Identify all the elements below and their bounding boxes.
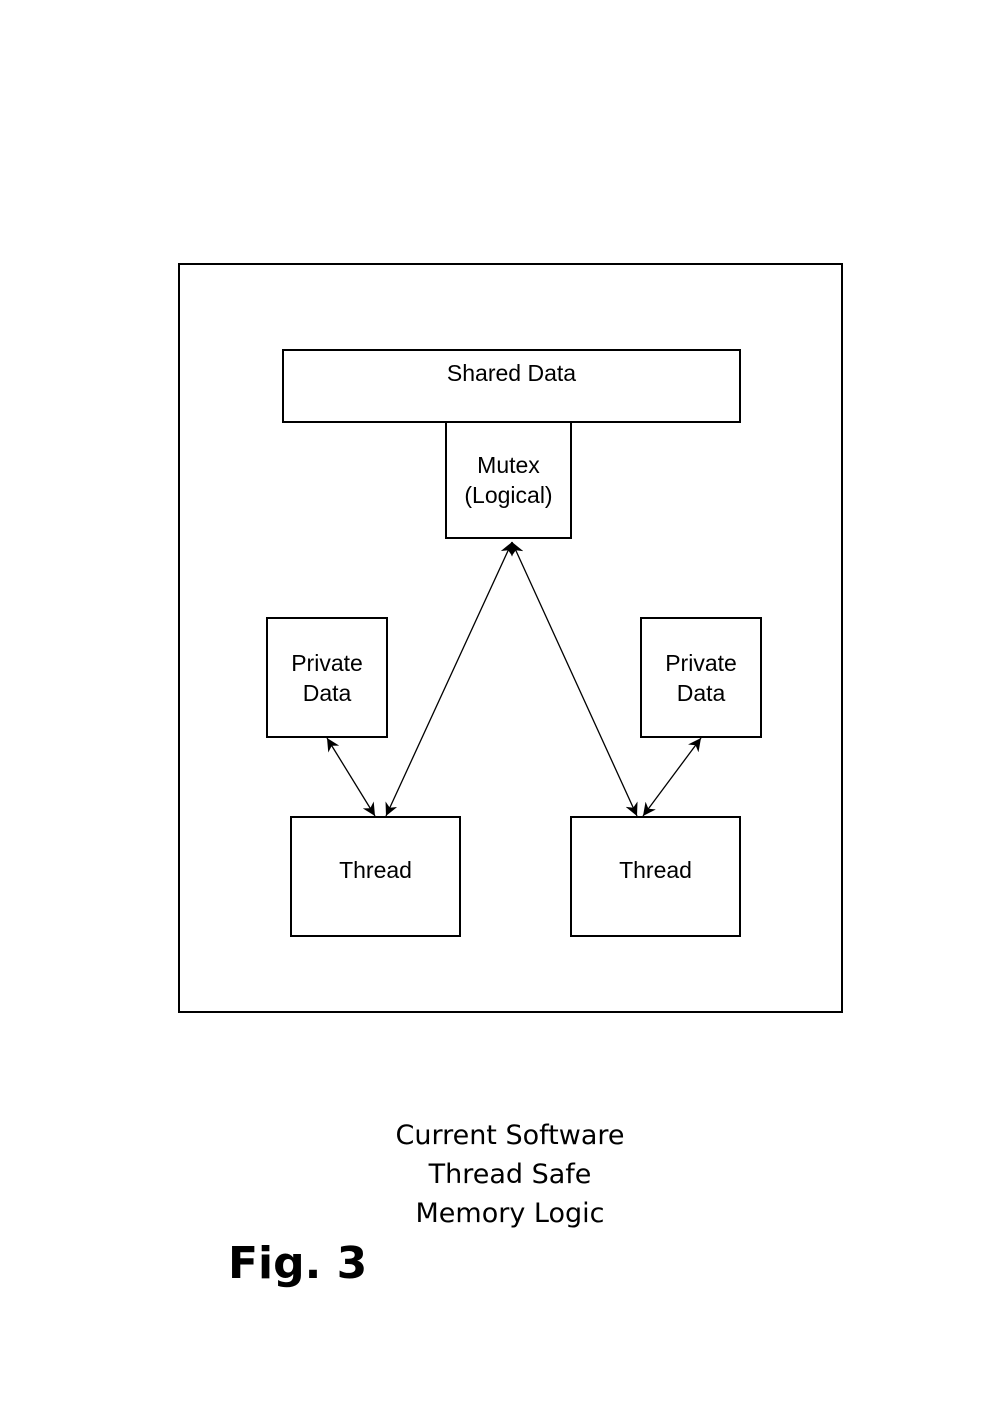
private-data-right-label-line-1: Private <box>665 649 737 676</box>
thread-right-box: Thread <box>570 816 741 937</box>
private-data-right-box: Private Data <box>640 617 762 738</box>
shared-data-label: Shared Data <box>446 360 577 386</box>
private-data-left-box: Private Data <box>266 617 388 738</box>
system-boundary-frame <box>178 263 843 1013</box>
thread-left-label: Thread <box>339 856 412 883</box>
mutex-label-line-2: (Logical) <box>464 482 553 508</box>
caption-line-3: Memory Logic <box>415 1198 605 1229</box>
figure-label: Fig. 3 <box>228 1238 368 1289</box>
private-data-left-label-line-1: Private <box>291 649 363 676</box>
private-data-left-label-line-2: Data <box>302 679 352 706</box>
caption-line-2: Thread Safe <box>428 1159 592 1190</box>
thread-left-box: Thread <box>290 816 461 937</box>
mutex-box: Mutex (Logical) <box>445 421 572 539</box>
figure-caption: Current Software Thread Safe Memory Logi… <box>310 1116 710 1233</box>
shared-data-box: Shared Data <box>282 349 741 423</box>
mutex-label-line-1: Mutex <box>477 452 540 478</box>
thread-right-label: Thread <box>619 856 692 883</box>
private-data-right-label-line-2: Data <box>676 679 726 706</box>
caption-line-1: Current Software <box>395 1120 625 1151</box>
